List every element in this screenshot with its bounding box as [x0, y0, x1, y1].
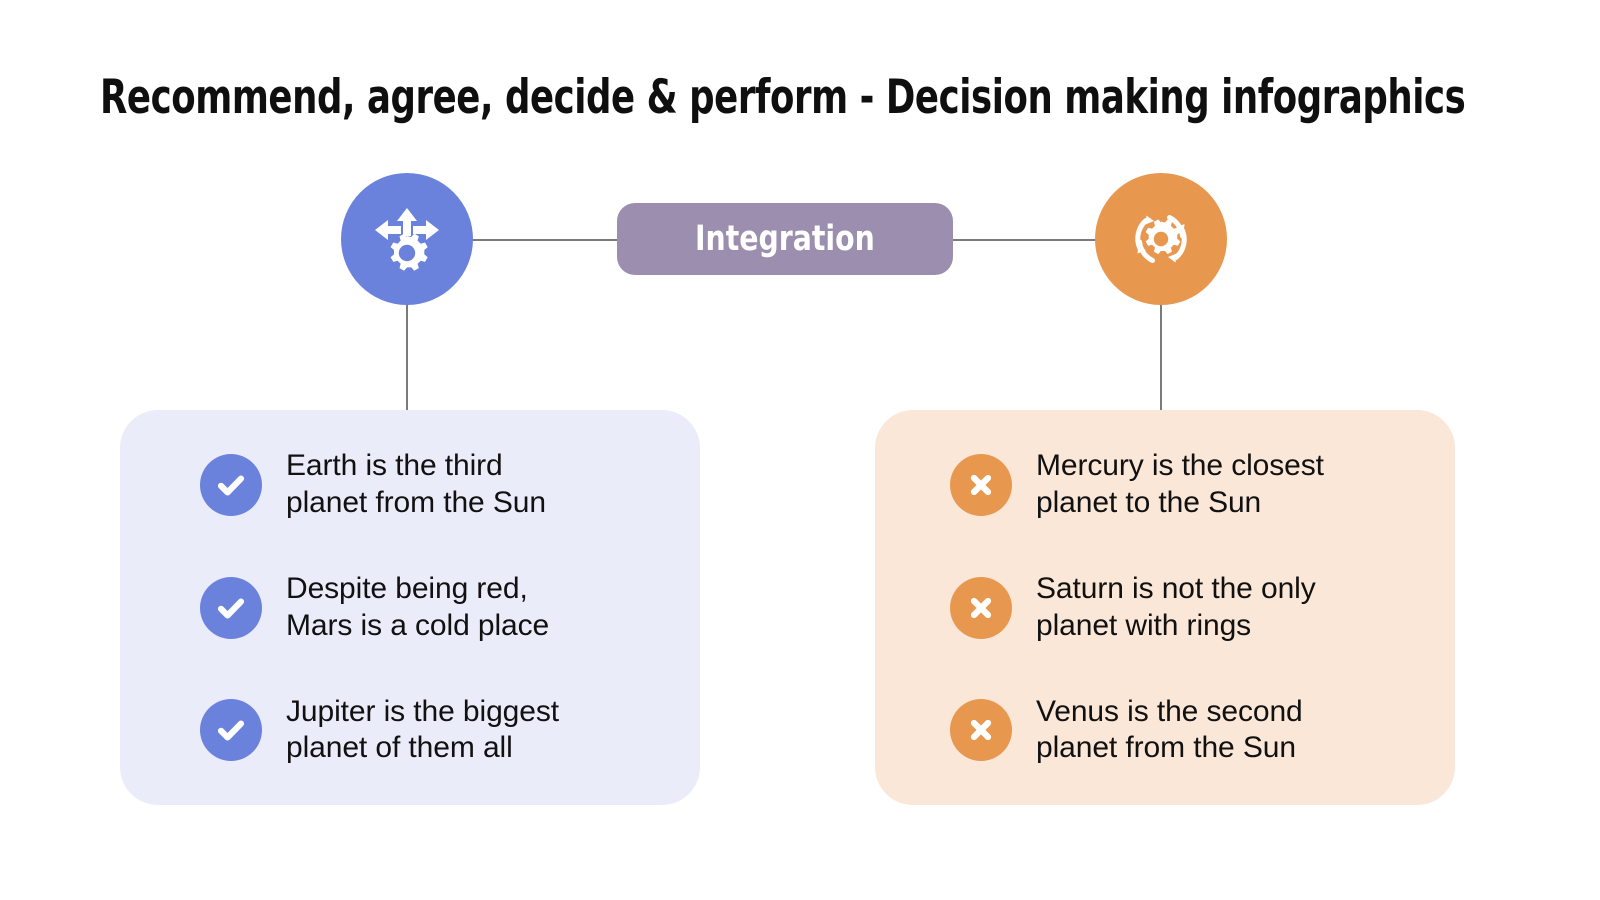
list-item[interactable]: Saturn is not the only planet with rings [875, 571, 1425, 644]
list-item[interactable]: Despite being red, Mars is a cold place [120, 571, 670, 644]
list-item-text: Venus is the second planet from the Sun [1036, 694, 1303, 765]
card-left-positive: Earth is the third planet from the Sun D… [120, 410, 700, 805]
page-title: Recommend, agree, decide & perform - Dec… [100, 70, 1466, 125]
card-right-negative: Mercury is the closest planet to the Sun… [875, 410, 1455, 805]
list-item-text: Mercury is the closest planet to the Sun [1036, 449, 1324, 519]
check-circle-icon [200, 576, 262, 639]
integration-badge[interactable]: Integration [617, 203, 953, 275]
list-item-text: Saturn is not the only planet with rings [1036, 571, 1316, 642]
connector-line-right-horizontal [948, 239, 1106, 241]
connector-line-right-vertical [1160, 300, 1162, 418]
integration-badge-label: Integration [695, 219, 875, 259]
cross-circle-icon [950, 699, 1012, 762]
cross-circle-icon [950, 453, 1012, 516]
cross-circle-icon [950, 576, 1012, 639]
list-item-text: Jupiter is the biggest planet of them al… [286, 694, 559, 765]
list-item-text: Despite being red, Mars is a cold place [286, 571, 550, 642]
gear-cycle-icon [1124, 202, 1198, 276]
list-item-text: Earth is the third planet from the Sun [286, 449, 546, 519]
gear-arrows-icon [370, 202, 444, 276]
list-item[interactable]: Mercury is the closest planet to the Sun [875, 448, 1425, 521]
list-right: Mercury is the closest planet to the Sun… [875, 448, 1425, 767]
list-item[interactable]: Earth is the third planet from the Sun [120, 448, 670, 521]
list-left: Earth is the third planet from the Sun D… [120, 448, 670, 767]
node-circle-left[interactable] [341, 173, 473, 305]
node-circle-right[interactable] [1095, 173, 1227, 305]
connector-line-left-vertical [406, 300, 408, 418]
list-item[interactable]: Jupiter is the biggest planet of them al… [120, 694, 670, 767]
check-circle-icon [200, 699, 262, 762]
check-circle-icon [200, 453, 262, 516]
list-item[interactable]: Venus is the second planet from the Sun [875, 694, 1425, 767]
connector-line-left-horizontal [468, 239, 626, 241]
